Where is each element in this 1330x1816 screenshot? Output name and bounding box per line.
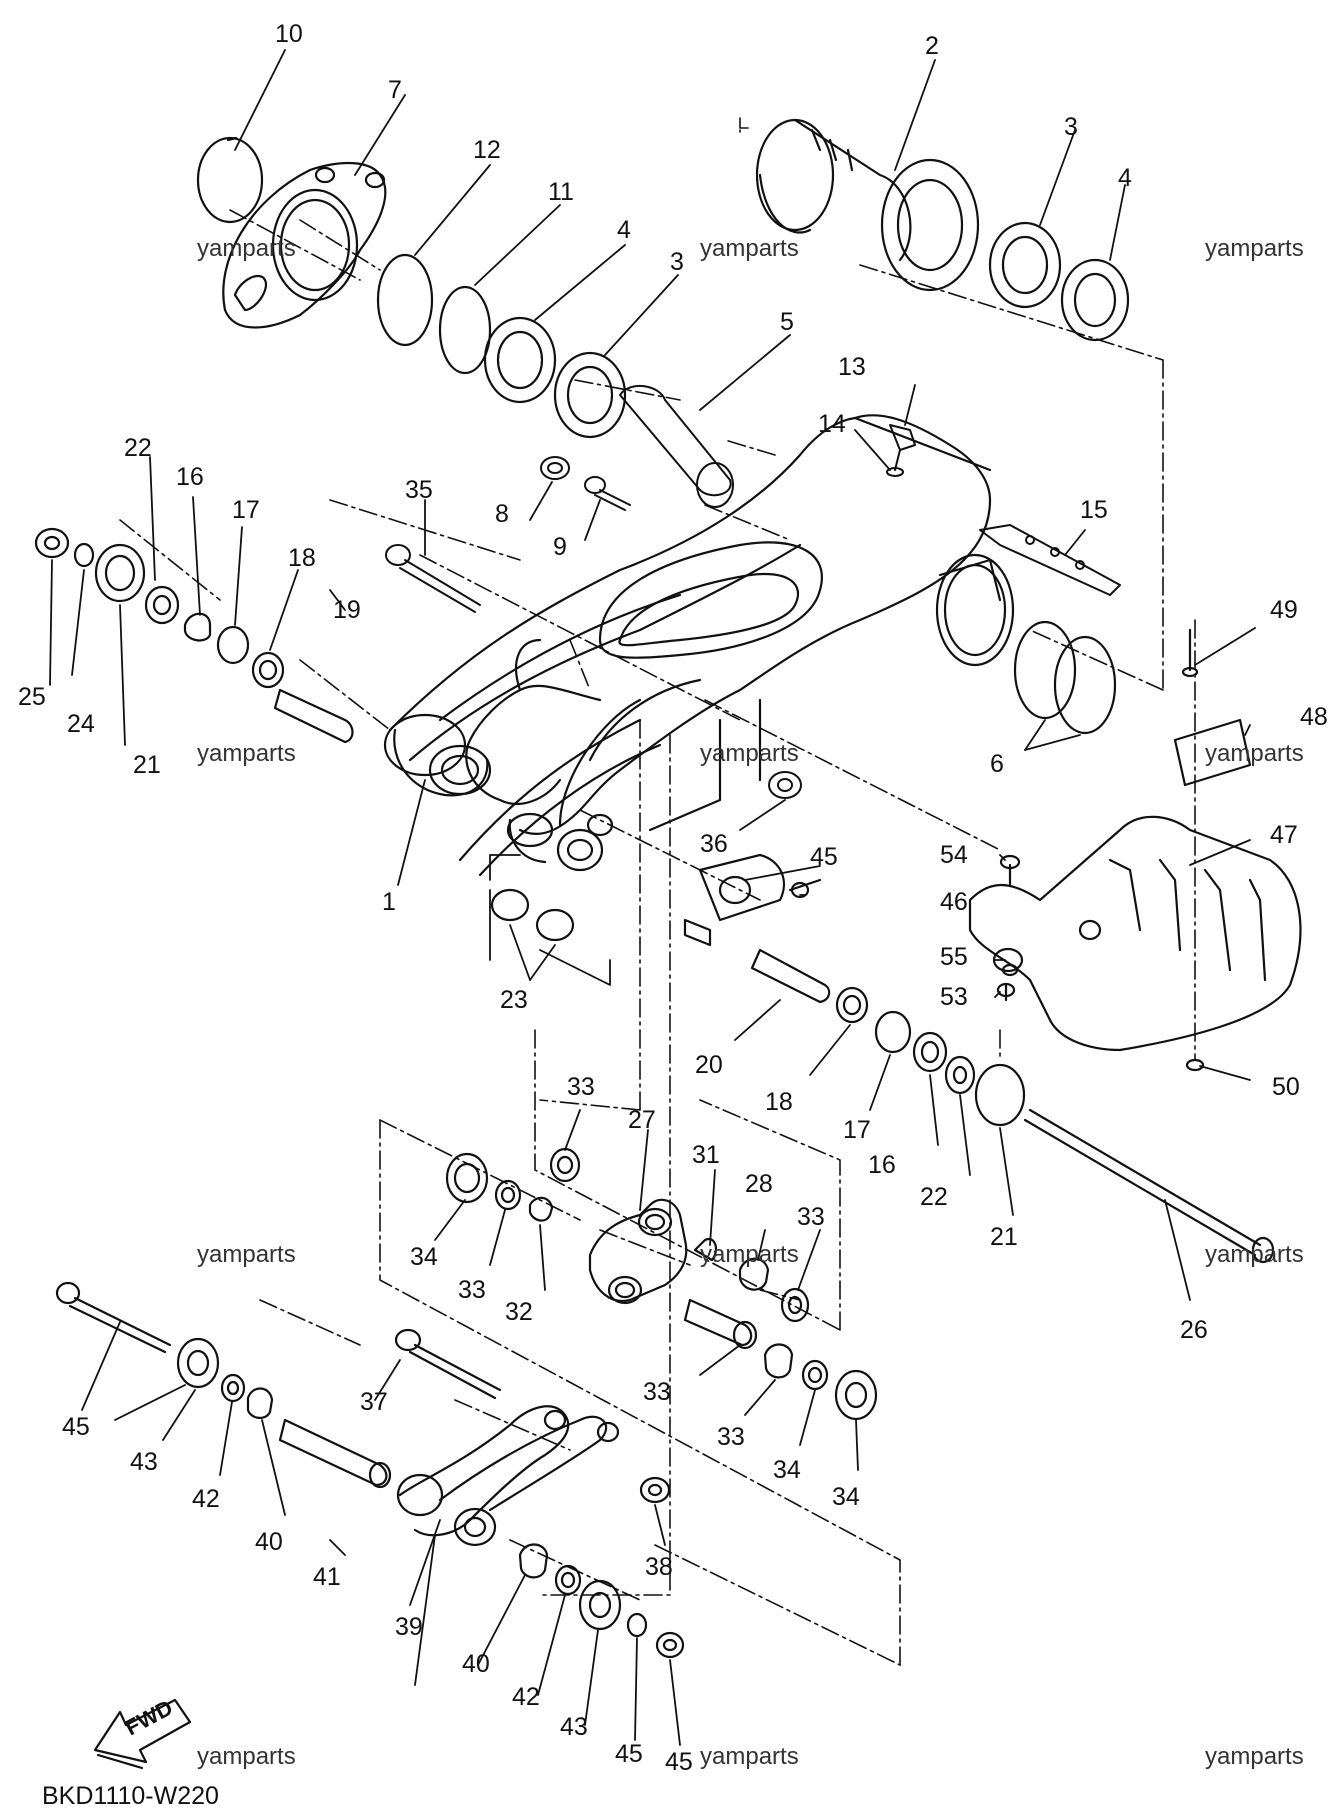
callout-39: 39	[395, 1613, 423, 1641]
callout-34-left: 34	[410, 1243, 438, 1271]
callout-11: 11	[548, 178, 574, 206]
callout-33-right: 34	[773, 1456, 801, 1484]
chain-guide-block	[490, 853, 822, 947]
callout-37: 37	[360, 1388, 388, 1416]
callout-18-left: 18	[288, 544, 316, 572]
callout-4-right: 4	[1118, 164, 1132, 192]
callout-31-left: 32	[505, 1298, 533, 1326]
callout-14: 14	[818, 410, 846, 438]
callout-20: 20	[695, 1051, 723, 1079]
callout-6: 6	[990, 750, 1004, 778]
callout-43-right: 43	[560, 1713, 588, 1741]
relay-arm	[445, 1147, 878, 1421]
callout-23: 23	[500, 986, 528, 1014]
callout-38: 38	[645, 1553, 673, 1581]
callout-9: 9	[553, 533, 567, 561]
callout-52: 50	[1272, 1073, 1300, 1101]
callout-53: 53	[940, 983, 968, 1011]
callout-29-right: 33	[797, 1203, 825, 1231]
callout-43-left: 43	[130, 1448, 158, 1476]
pivot-hardware-right	[750, 948, 1275, 1264]
swingarm	[383, 414, 1015, 877]
callout-2: 2	[925, 32, 939, 60]
leader-lines	[49, 49, 1256, 1746]
callout-27: 27	[628, 1106, 656, 1134]
callout-4-left: 4	[617, 216, 631, 244]
callout-30: 31	[692, 1141, 720, 1169]
callout-31-right: 33	[717, 1423, 745, 1451]
callout-22-right: 22	[920, 1183, 948, 1211]
watermark: yamparts	[197, 740, 296, 767]
callout-32: 33	[643, 1378, 671, 1406]
callout-25: 24	[67, 710, 95, 738]
callout-22-left: 22	[124, 434, 152, 462]
hardware	[385, 384, 1121, 799]
callout-36: 36	[700, 830, 728, 858]
chain-guard	[968, 628, 1302, 1072]
callout-15: 15	[1080, 496, 1108, 524]
watermark: yamparts	[197, 1241, 296, 1268]
callout-16-left: 16	[176, 463, 204, 491]
watermark: yamparts	[700, 1743, 799, 1770]
callout-1: 1	[382, 888, 396, 916]
callout-55: 55	[940, 943, 968, 971]
callout-21-left: 21	[133, 751, 161, 779]
callout-35: 35	[405, 476, 433, 504]
callout-46: 45	[615, 1740, 643, 1768]
eccentric-plate	[196, 136, 387, 329]
callout-48: 46	[940, 888, 968, 916]
callout-7: 7	[388, 76, 402, 104]
callout-21-right: 21	[990, 1223, 1018, 1251]
watermark: yamparts	[1205, 740, 1304, 767]
connecting-rod	[55, 1281, 685, 1659]
callout-41: 41	[313, 1563, 341, 1591]
callout-17-left: 17	[232, 496, 260, 524]
watermark: yamparts	[1205, 1241, 1304, 1268]
fwd-arrow	[93, 1698, 192, 1770]
callout-33-left: 33	[458, 1276, 486, 1304]
callout-40-right: 40	[462, 1650, 490, 1678]
callout-12: 12	[473, 136, 501, 164]
callout-19: 19	[333, 596, 361, 624]
callout-29-left: 33	[567, 1073, 595, 1101]
callout-13: 13	[838, 353, 866, 381]
callout-54: 54	[940, 841, 968, 869]
callout-44: 45	[62, 1413, 90, 1441]
callout-26: 25	[18, 683, 46, 711]
callout-3-left: 3	[670, 248, 684, 276]
callout-16-right: 16	[868, 1151, 896, 1179]
axle-hub	[376, 118, 1130, 735]
diagram-code: BKD1110-W220	[42, 1782, 219, 1810]
callout-47: 45	[810, 843, 838, 871]
watermark: yamparts	[700, 1241, 799, 1268]
callout-50: 48	[1300, 703, 1328, 731]
watermark: yamparts	[197, 235, 296, 262]
callout-8: 8	[495, 500, 509, 528]
callout-10: 10	[275, 20, 303, 48]
watermark: yamparts	[197, 1743, 296, 1770]
callout-42-right: 42	[512, 1683, 540, 1711]
callout-42-left: 42	[192, 1485, 220, 1513]
callout-34-right: 34	[832, 1483, 860, 1511]
callout-40-left: 40	[255, 1528, 283, 1556]
bracket-23	[489, 854, 611, 986]
watermark: yamparts	[1205, 235, 1304, 262]
watermark: yamparts	[700, 235, 799, 262]
callout-51: 49	[1270, 596, 1298, 624]
watermark: yamparts	[1205, 1743, 1304, 1770]
watermark: yamparts	[700, 740, 799, 767]
callout-17-right: 17	[843, 1116, 871, 1144]
callout-3-right: 3	[1064, 113, 1078, 141]
callout-5: 5	[780, 308, 794, 336]
pivot-hardware-left	[34, 527, 354, 744]
callout-45: 45	[665, 1748, 693, 1776]
callout-24: 26	[1180, 1316, 1208, 1344]
callout-49: 47	[1270, 821, 1298, 849]
assembly-guide-lines	[119, 117, 1196, 1666]
callout-28: 28	[745, 1170, 773, 1198]
callout-18-right: 18	[765, 1088, 793, 1116]
